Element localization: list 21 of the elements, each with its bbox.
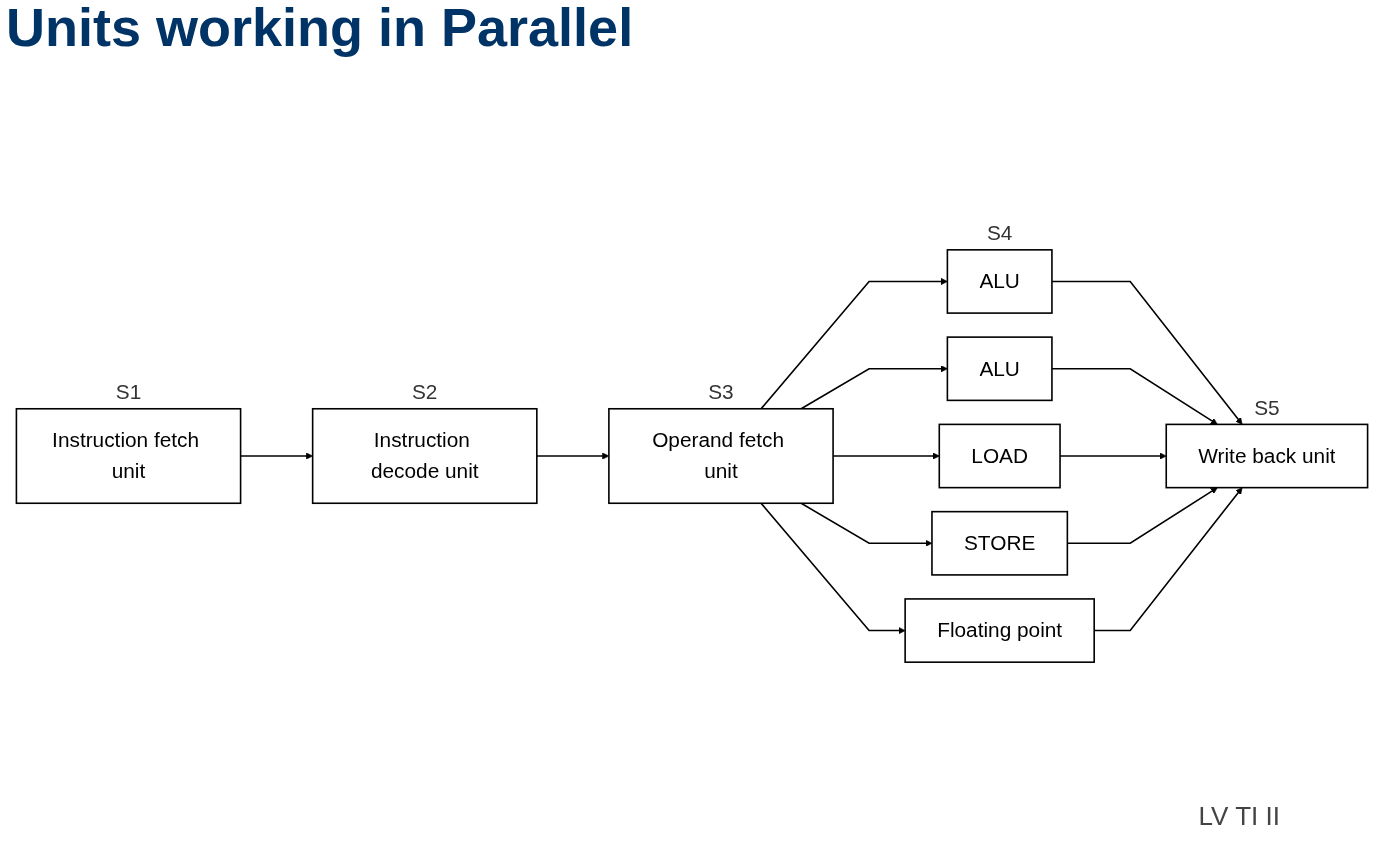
- node-box: ALU: [946, 249, 1053, 314]
- node-box: Instruction decode unit: [311, 407, 538, 505]
- node-box: LOAD: [938, 423, 1061, 489]
- stage-label: S2: [412, 380, 438, 404]
- arrow: [1051, 367, 1218, 425]
- footer-note: LV TI II: [1198, 801, 1280, 832]
- arrow: [800, 365, 948, 410]
- stage-label: S4: [986, 221, 1013, 245]
- node-box: Instruction fetch unit: [15, 407, 242, 505]
- stage-label: S5: [1254, 395, 1280, 419]
- node-box: ALU: [946, 336, 1053, 402]
- stage-label: S3: [708, 380, 734, 404]
- arrow: [760, 277, 948, 410]
- title: Units working in Parallel: [6, 0, 634, 58]
- stage-label: S1: [115, 380, 142, 404]
- node-box: Operand fetch unit: [608, 407, 834, 505]
- node-box: STORE: [931, 510, 1069, 576]
- node-box: Floating point: [904, 598, 1095, 663]
- node-box: Write back unit: [1165, 423, 1369, 489]
- arrow: [760, 502, 906, 635]
- arrow: [1051, 280, 1243, 425]
